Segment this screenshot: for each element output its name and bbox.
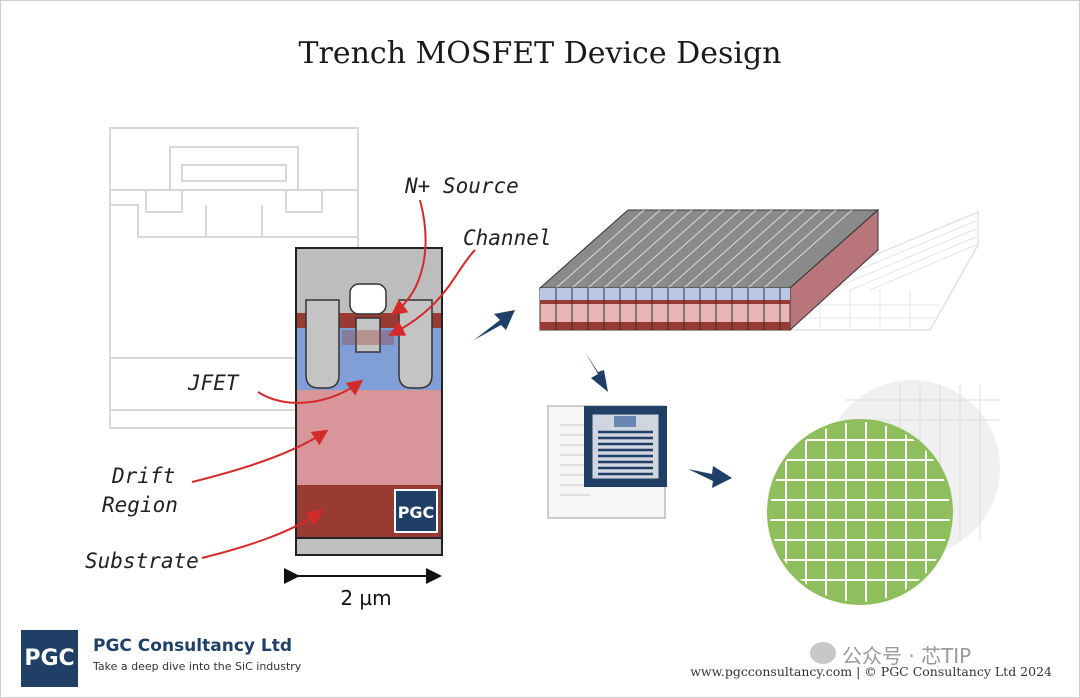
wechat-icon <box>810 642 836 664</box>
footer-tagline: Take a deep dive into the SiC industry <box>93 660 302 673</box>
scale-label: 2 µm <box>340 586 391 610</box>
flow-arrow-1 <box>474 310 515 340</box>
drain-contact <box>295 537 443 556</box>
cell-logo-badge <box>394 489 438 533</box>
label-jfet: JFET <box>187 371 240 395</box>
arrow-substrate <box>201 509 324 559</box>
footer-company-name: PGC Consultancy Ltd <box>93 636 293 656</box>
flow-arrow-3 <box>688 466 732 488</box>
arrow-n-source <box>390 199 427 316</box>
leader-arrows <box>191 199 476 559</box>
scale-bar: 2 µm <box>284 568 442 610</box>
right-trench-gate <box>398 299 433 389</box>
label-n-source: N+ Source <box>404 174 519 198</box>
label-drift-1: Drift <box>111 464 175 488</box>
flow-arrow-2 <box>585 352 608 392</box>
center-contact <box>349 283 387 315</box>
chip-die <box>547 405 667 519</box>
flow-arrows <box>474 310 732 488</box>
unit-cell: PGC <box>295 247 443 556</box>
label-substrate: Substrate <box>85 549 199 573</box>
footer-logo: PGC <box>21 630 78 687</box>
background-planar-outline <box>109 127 359 429</box>
cell-logo-text: PGC <box>398 503 435 522</box>
arrow-jfet <box>257 379 364 404</box>
wafer <box>767 380 1000 605</box>
arrow-drift <box>191 429 329 483</box>
cell-array <box>538 208 979 332</box>
diagram-title: Trench MOSFET Device Design <box>298 36 782 71</box>
center-gate <box>355 317 381 353</box>
footer-copyright: www.pgcconsultancy.com | © PGC Consultan… <box>690 664 1052 679</box>
arrow-channel <box>388 249 476 336</box>
watermark-text: 公众号 · 芯TIP <box>842 644 972 668</box>
label-channel: Channel <box>463 226 552 250</box>
label-drift-2: Region <box>102 493 178 517</box>
left-trench-gate <box>305 299 340 389</box>
